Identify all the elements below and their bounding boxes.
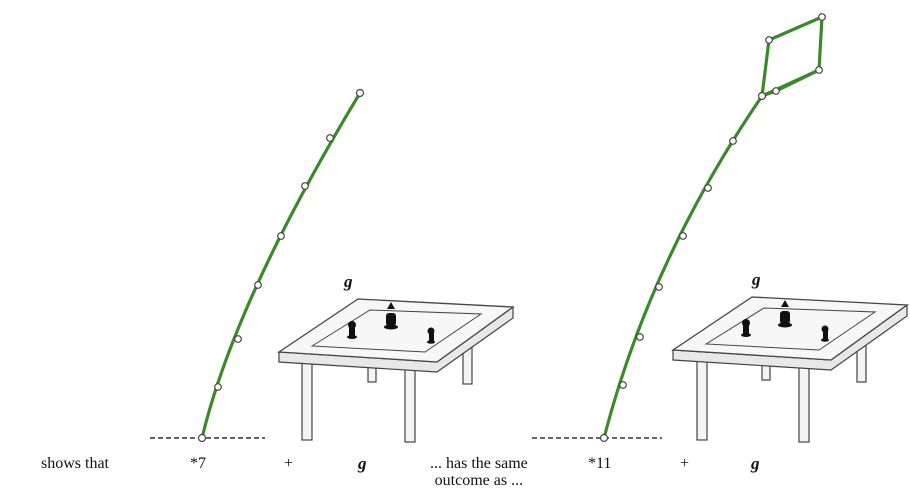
right-table-label: g — [752, 270, 761, 290]
right-loop-node — [819, 14, 826, 21]
caption-plus-right: + — [680, 455, 689, 473]
right-loop-node — [766, 37, 773, 44]
right-stalk-line — [604, 96, 762, 438]
right-stalk-node — [680, 233, 687, 240]
right-loop-link — [776, 70, 819, 91]
right-table-top — [673, 297, 907, 360]
right-stalk-node — [730, 138, 737, 145]
left-stalk-node — [235, 336, 242, 343]
right-stalk-node — [620, 382, 627, 389]
caption-has-same-outcome: ... has the same outcome as ... — [430, 455, 528, 489]
right-stalk-node — [705, 185, 712, 192]
caption-has-same-line1: ... has the same — [430, 455, 528, 472]
right-table — [673, 297, 907, 442]
left-table-top — [279, 299, 513, 362]
right-stalk — [601, 14, 826, 442]
left-table-leg — [405, 362, 415, 442]
right-loop-node — [816, 67, 823, 74]
right-table-leg — [799, 360, 809, 442]
left-table — [279, 299, 513, 442]
left-stalk-node-root — [199, 435, 206, 442]
caption-g-left: g — [358, 454, 367, 474]
caption-shows-that: shows that — [41, 455, 109, 473]
left-stalk — [199, 90, 364, 442]
caption-left-star: *7 — [190, 455, 206, 473]
caption-has-same-line2: outcome as ... — [430, 472, 528, 489]
right-table-leg — [697, 358, 707, 440]
left-stalk-node-top — [357, 90, 364, 97]
left-stalk-line — [202, 93, 360, 438]
left-stalk-node — [302, 183, 309, 190]
right-stalk-node-root — [601, 435, 608, 442]
right-stalk-node — [656, 284, 663, 291]
caption-g-right: g — [751, 454, 760, 474]
left-stalk-node — [255, 282, 262, 289]
left-table-label: g — [344, 272, 353, 292]
right-stalk-node — [637, 334, 644, 341]
right-loop-node — [773, 88, 780, 95]
left-stalk-node — [327, 135, 334, 142]
caption-plus-left: + — [284, 455, 293, 473]
left-table-leg — [302, 360, 312, 440]
right-stalk-node — [759, 93, 766, 100]
left-stalk-node — [215, 384, 222, 391]
left-stalk-node — [278, 233, 285, 240]
caption-right-star: *11 — [588, 455, 611, 473]
